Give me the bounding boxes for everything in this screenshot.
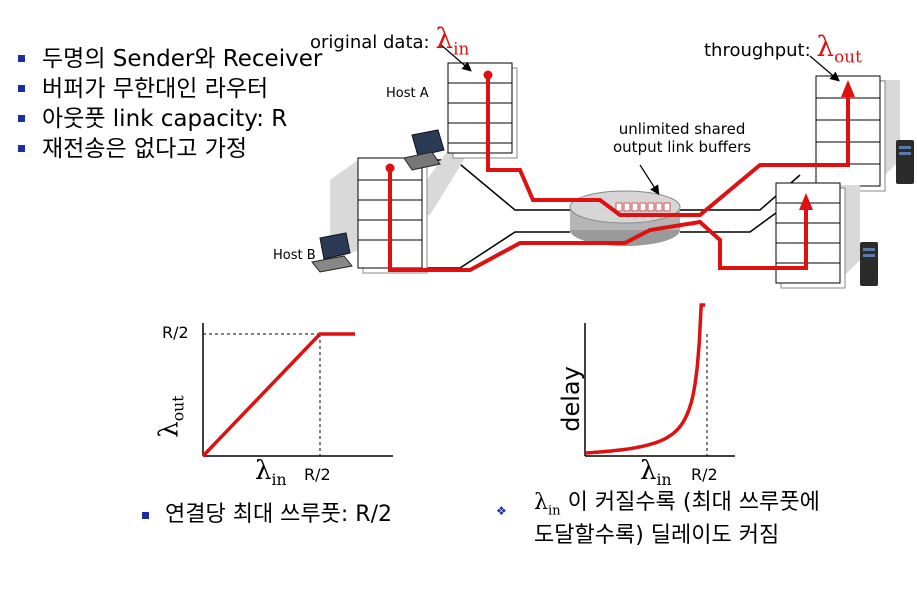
intro-bullet-list: 두명의 Sender와 Receiver 버퍼가 무한대인 라우터 아웃풋 li… xyxy=(16,44,322,164)
host-b-computer-icon xyxy=(311,232,353,273)
receiver-tower-icon xyxy=(860,242,878,286)
host-a-laptop-icon xyxy=(403,129,445,171)
throughput-chart xyxy=(201,323,393,458)
lambda-in-symbol: λin xyxy=(534,490,561,519)
host-b-rack xyxy=(330,157,428,274)
receiver-tower-icon xyxy=(896,140,914,184)
x-tick-label: R/2 xyxy=(304,465,331,484)
bullet-square-icon xyxy=(18,115,25,122)
original-data-label: original data: λin xyxy=(310,22,470,59)
bullet-item: 두명의 Sender와 Receiver xyxy=(16,44,322,74)
data-flow-a xyxy=(486,75,850,217)
throughput-label: throughput: λout xyxy=(704,30,862,67)
lambda-out-symbol: λout xyxy=(816,30,862,67)
delay-chart xyxy=(584,303,735,457)
lambda-in-symbol: λin xyxy=(435,22,470,59)
data-flow-b xyxy=(388,168,808,272)
source-dot-a xyxy=(483,70,493,80)
source-dot-b xyxy=(385,163,395,173)
flow-arrowhead xyxy=(841,80,855,97)
throughput-note: 연결당 최대 쓰루풋: R/2 xyxy=(142,496,392,528)
x-axis-label: λin xyxy=(640,456,672,490)
bullet-square-icon xyxy=(18,145,25,152)
throughput-pointer xyxy=(809,55,840,82)
host-b-label: Host B xyxy=(273,248,316,263)
x-tick-label: R/2 xyxy=(691,465,718,484)
bullet-item: 재전송은 없다고 가정 xyxy=(16,134,322,164)
x-axis-label: λin xyxy=(255,456,287,490)
bullet-item: 버퍼가 무한대인 라우터 xyxy=(16,74,322,104)
flow-arrowhead xyxy=(799,193,813,210)
bullet-item: 아웃풋 link capacity: R xyxy=(16,104,322,134)
receiver-rack-top xyxy=(815,75,900,192)
delay-series-line xyxy=(584,303,706,455)
diamond-bullet-icon: ❖ xyxy=(496,504,507,518)
y-axis-label: delay xyxy=(556,366,585,432)
host-a-label: Host A xyxy=(386,86,429,101)
receiver-rack-bottom xyxy=(775,182,860,289)
y-tick-label: R/2 xyxy=(162,323,189,342)
buffers-label: unlimited shared output link buffers xyxy=(613,120,752,156)
bullet-square-icon xyxy=(142,511,149,519)
bullet-square-icon xyxy=(18,85,25,92)
bullet-square-icon xyxy=(18,55,25,62)
throughput-series-line xyxy=(201,332,356,458)
y-axis-label: λout xyxy=(154,395,188,438)
original-data-pointer xyxy=(439,43,472,72)
buffer-pointer-arrow xyxy=(639,164,660,196)
